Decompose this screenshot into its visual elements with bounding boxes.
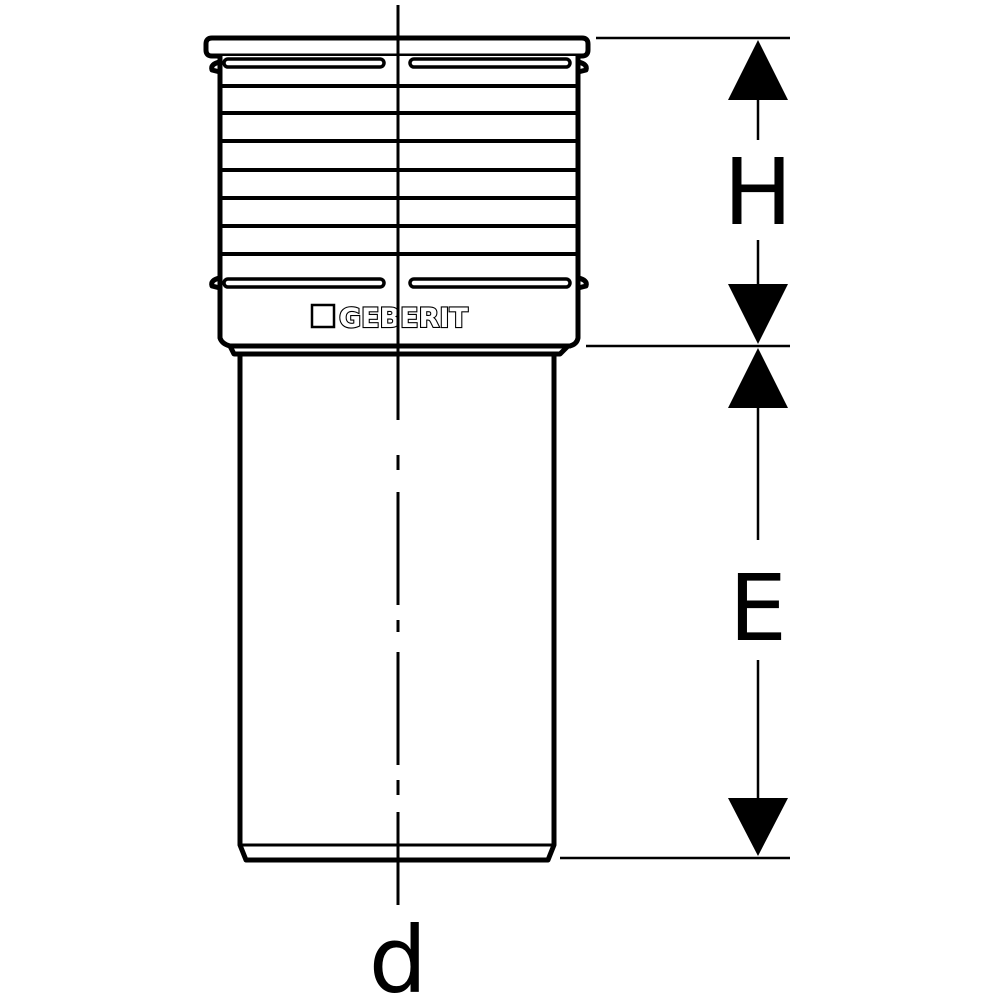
label-d: d — [369, 907, 427, 1000]
logo-text: GEBERIT — [339, 303, 468, 334]
h-arrow-top — [728, 40, 788, 100]
dimension-h: H — [723, 40, 793, 344]
logo-square — [310, 303, 336, 329]
e-arrow-top — [728, 348, 788, 408]
label-h: H — [723, 139, 792, 246]
geberit-logo: GEBERIT — [310, 302, 470, 335]
h-arrow-bottom — [728, 284, 788, 344]
dimension-e: E — [728, 348, 788, 856]
e-arrow-bottom — [728, 798, 788, 856]
label-e: E — [729, 555, 787, 662]
extension-lines — [560, 36, 790, 860]
socket-slots — [222, 57, 572, 289]
